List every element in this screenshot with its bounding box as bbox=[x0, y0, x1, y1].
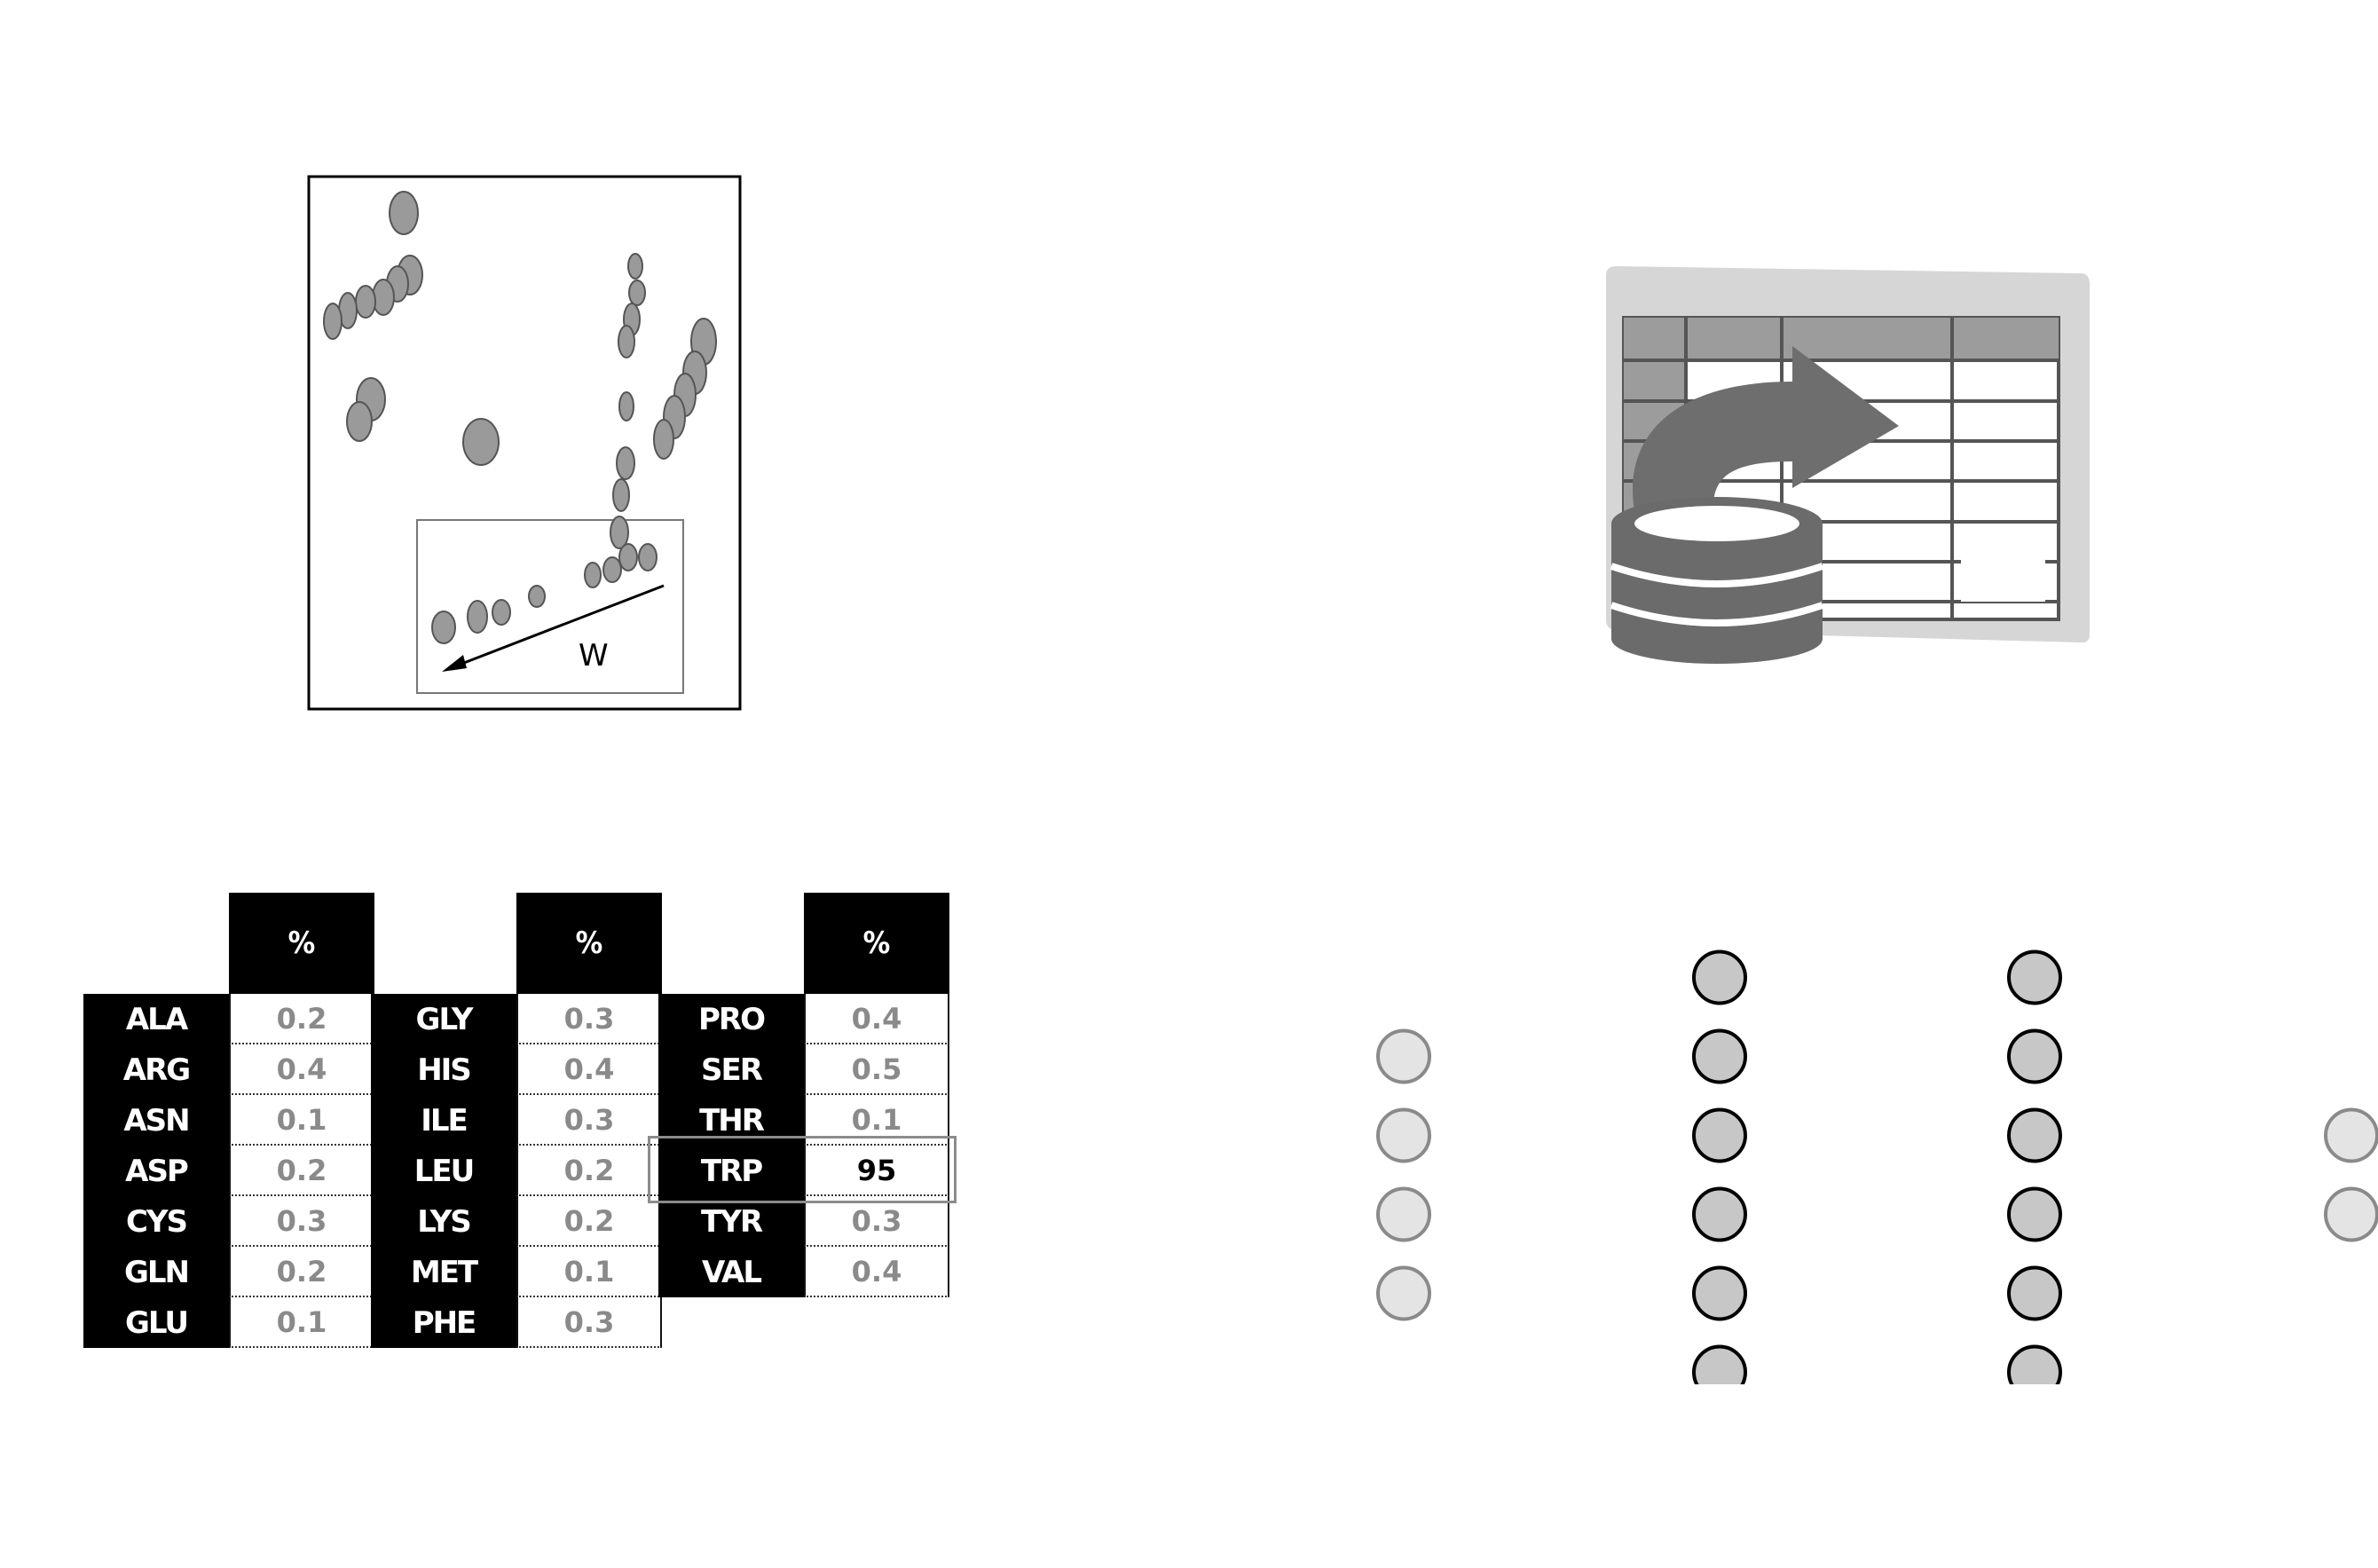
w-arrow-head bbox=[442, 655, 467, 672]
amino-acid-percent: 0.4 bbox=[516, 1044, 662, 1095]
amino-acid-name: TYR bbox=[658, 1196, 804, 1247]
amino-acid-name: VAL bbox=[658, 1247, 804, 1297]
hidden-node bbox=[2007, 1265, 2062, 1321]
hidden-node bbox=[2007, 1028, 2062, 1084]
amino-acid-name: GLY bbox=[371, 994, 516, 1044]
amino-acid-percent: 0.1 bbox=[229, 1095, 374, 1146]
hidden-node bbox=[1692, 1186, 1747, 1242]
amino-acid-name: ASP bbox=[83, 1146, 229, 1196]
input-node bbox=[1376, 1028, 1431, 1084]
amino-acid-percent: 0.2 bbox=[229, 994, 374, 1044]
output-node bbox=[2324, 1186, 2378, 1242]
database-to-spreadsheet-icon bbox=[1606, 266, 2090, 664]
amino-acid-name: PRO bbox=[658, 994, 804, 1044]
hidden-node bbox=[1692, 1265, 1747, 1321]
amino-acid-percent: 0.2 bbox=[229, 1247, 374, 1297]
amino-acid-percent: 0.2 bbox=[516, 1196, 662, 1247]
amino-acid-name: GLN bbox=[83, 1247, 229, 1297]
amino-acid-name: ILE bbox=[371, 1095, 516, 1146]
amino-acid-name: CYS bbox=[83, 1196, 229, 1247]
hidden-node bbox=[2007, 1186, 2062, 1242]
amino-acid-percent: 0.4 bbox=[804, 994, 949, 1044]
database-cylinder bbox=[1610, 497, 1824, 664]
amino-acid-percent: 0.2 bbox=[229, 1146, 374, 1196]
amino-acid-percent: 0.3 bbox=[516, 1297, 662, 1348]
trp-highlight-box bbox=[648, 1136, 957, 1203]
amino-acid-name: TRP bbox=[658, 1146, 804, 1196]
amino-acid-name: HIS bbox=[371, 1044, 516, 1095]
input-node bbox=[1376, 1186, 1431, 1242]
nmr-spectrum-panel: W bbox=[307, 175, 742, 711]
amino-acid-percent: 0.1 bbox=[229, 1297, 374, 1348]
amino-acid-percent: 0.1 bbox=[516, 1247, 662, 1297]
spectrum-frame bbox=[307, 175, 742, 711]
amino-acid-percent: 95 bbox=[804, 1146, 949, 1196]
input-node bbox=[1376, 1107, 1431, 1163]
amino-acid-name: GLU bbox=[83, 1297, 229, 1348]
amino-acid-percent: 0.4 bbox=[804, 1247, 949, 1297]
amino-acid-name: LYS bbox=[371, 1196, 516, 1247]
amino-acid-name: MET bbox=[371, 1247, 516, 1297]
amino-acid-percent: 0.4 bbox=[229, 1044, 374, 1095]
curved-arrow bbox=[1632, 346, 1899, 524]
percent-header: % bbox=[804, 893, 949, 994]
spectrum-zoom-box bbox=[416, 519, 684, 694]
hidden-node bbox=[1692, 1028, 1747, 1084]
amino-acid-name: ARG bbox=[83, 1044, 229, 1095]
percent-header: % bbox=[229, 893, 374, 994]
hidden-node bbox=[1692, 949, 1747, 1005]
amino-acid-name: SER bbox=[658, 1044, 804, 1095]
hidden-node bbox=[2007, 1344, 2062, 1384]
w-axis-arrow bbox=[452, 584, 665, 669]
hidden-node bbox=[2007, 949, 2062, 1005]
amino-acid-percent: 0.5 bbox=[804, 1044, 949, 1095]
amino-acid-name: LEU bbox=[371, 1146, 516, 1196]
amino-acid-name: ASN bbox=[83, 1095, 229, 1146]
amino-acid-percent: 0.3 bbox=[516, 1095, 662, 1146]
neural-network bbox=[1376, 949, 2378, 1384]
output-node bbox=[2324, 1107, 2378, 1163]
w-axis-label: W bbox=[579, 638, 609, 674]
hidden-node bbox=[1692, 1107, 1747, 1163]
spectrum-peaks bbox=[323, 191, 717, 644]
amino-acid-percent: 0.3 bbox=[804, 1196, 949, 1247]
amino-acid-name: ALA bbox=[83, 994, 229, 1044]
amino-acid-percent: 0.3 bbox=[516, 994, 662, 1044]
hidden-node bbox=[1692, 1344, 1747, 1384]
amino-acid-percent: 0.3 bbox=[229, 1196, 374, 1247]
amino-acid-name: PHE bbox=[371, 1297, 516, 1348]
hidden-node bbox=[2007, 1107, 2062, 1163]
amino-acid-percent: 0.2 bbox=[516, 1146, 662, 1196]
input-node bbox=[1376, 1265, 1431, 1321]
percent-header: % bbox=[516, 893, 662, 994]
